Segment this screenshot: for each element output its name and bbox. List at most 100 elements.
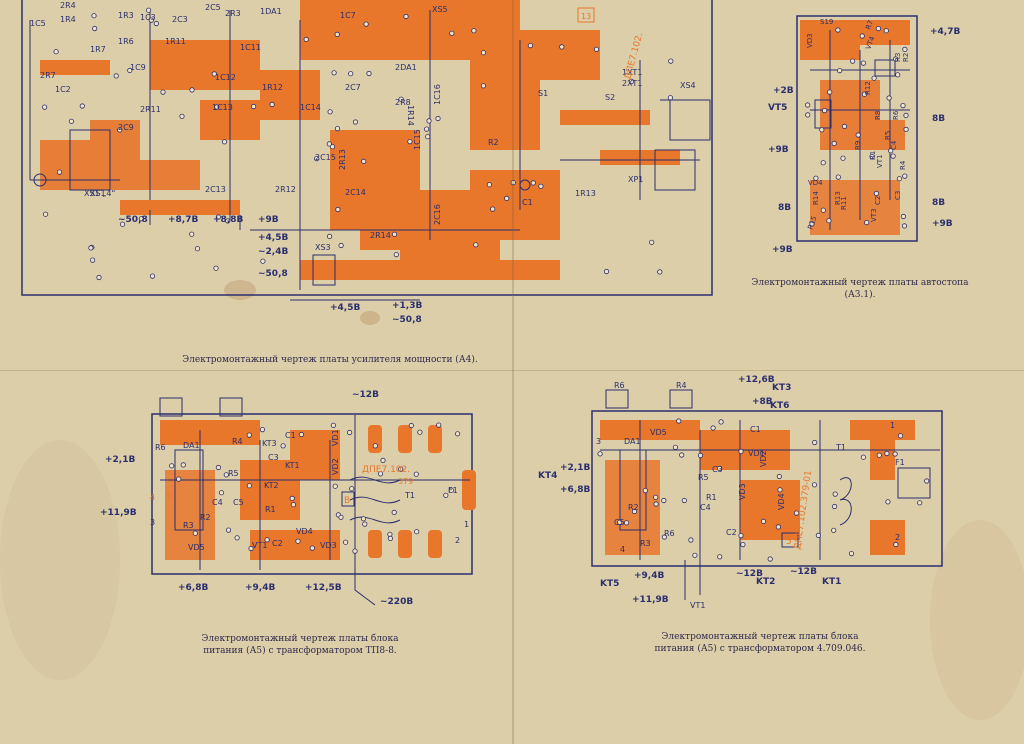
a31-holes-pad bbox=[835, 174, 841, 180]
a5tp-holes-pad bbox=[225, 527, 232, 533]
a5-46-box5: 5 bbox=[786, 537, 792, 547]
a4-holes-pad bbox=[435, 115, 441, 122]
a5tp-holes-pad bbox=[332, 483, 338, 489]
a5tp-holes-pad bbox=[398, 466, 404, 472]
a5-46-holes-pad bbox=[661, 534, 668, 540]
caption-a5-tp-line1: Электромонтажный чертеж платы блока bbox=[201, 634, 399, 644]
a5-46-holes-pad bbox=[740, 541, 746, 548]
a4-part-13: 1C9 bbox=[130, 63, 146, 72]
a4-part-3: 1R3 bbox=[118, 11, 134, 20]
a31-holes-pad bbox=[873, 190, 880, 196]
fold-line-vertical bbox=[512, 0, 514, 744]
a4-part-42: XP1 bbox=[628, 175, 643, 184]
a4-part-25: 2R8 bbox=[395, 98, 411, 107]
a4-holes-pad bbox=[269, 101, 275, 108]
a5-46-pin-7: +9,4В bbox=[634, 571, 664, 581]
a5-46-holes-pad bbox=[623, 520, 630, 526]
a31-part-22: R13 bbox=[834, 191, 842, 205]
a5tp-part-18: VD3 bbox=[320, 541, 337, 550]
a5-46-holes-pad bbox=[884, 450, 890, 457]
a5-46-holes-pad bbox=[688, 537, 694, 543]
a4-holes-pad bbox=[68, 118, 75, 124]
a5-46-part-3: VD5 bbox=[650, 428, 667, 437]
a4-part-30: 2C15 bbox=[315, 153, 336, 162]
a4-holes-pad bbox=[138, 216, 144, 222]
a4-holes-pad bbox=[329, 144, 336, 150]
a31-holes-pad bbox=[820, 160, 826, 166]
caption-a5-tp: Электромонтажный чертеж платы блока пита… bbox=[170, 633, 430, 657]
a4-holes-pad bbox=[425, 134, 431, 140]
a5-46-pin-12: ~12В bbox=[790, 567, 817, 577]
a5tp-num-0: 1 bbox=[464, 520, 469, 529]
a5-46-pin-3: KT6 bbox=[770, 401, 789, 411]
a5-46-holes-pad bbox=[876, 452, 882, 458]
a4-part-17: 1DA1 bbox=[260, 7, 282, 16]
a4-holes-pad bbox=[213, 265, 219, 271]
a4-holes-pad bbox=[149, 273, 156, 279]
a31-part-0: S19 bbox=[820, 18, 833, 26]
a4-holes-pad bbox=[338, 242, 344, 249]
a5tp-holes-pad bbox=[362, 521, 368, 527]
a5-46-holes-pad bbox=[811, 482, 818, 488]
a4-pin-0: ~50,8 bbox=[118, 215, 148, 225]
a31-pin-1: +2В bbox=[773, 86, 794, 96]
a5tp-part-11: KT3 bbox=[262, 439, 277, 448]
a5tp-holes-pad bbox=[448, 487, 454, 493]
a31-part-18: VT3 bbox=[870, 208, 878, 222]
a5-46-part-13: VD4 bbox=[777, 493, 786, 510]
a5tp-part-7: R2 bbox=[200, 513, 211, 522]
a4-part-14: 2C9 bbox=[118, 123, 134, 132]
a5-46-part-6: R3 bbox=[640, 539, 651, 548]
a5-46-holes-pad bbox=[642, 487, 648, 494]
a5tp-holes-pad bbox=[259, 426, 265, 433]
a31-holes-pad bbox=[860, 60, 867, 66]
a5-46-part-15: C2 bbox=[726, 528, 737, 537]
a5-46-holes-pad bbox=[831, 527, 837, 533]
a4-holes-pad bbox=[473, 242, 479, 248]
a31-holes-pad bbox=[841, 123, 848, 130]
a5-46-part-11: VD2 bbox=[759, 450, 768, 467]
a5tp-holes-pad bbox=[414, 529, 420, 535]
a31-holes-pad bbox=[820, 207, 826, 213]
a4-holes-pad bbox=[189, 87, 195, 93]
a5-46-part-16: C1 bbox=[750, 425, 761, 434]
a5tp-part-13: R1 bbox=[265, 505, 276, 514]
a31-pin-8: +9В bbox=[772, 245, 793, 255]
a5tp-pin-2: +11,9В bbox=[100, 508, 137, 518]
a5-46-part-9: C3 bbox=[712, 465, 723, 474]
a4-part-12: 1R11 bbox=[165, 37, 186, 46]
a4-part-15: 2R11 bbox=[140, 105, 161, 114]
a31-holes-pad bbox=[809, 221, 815, 227]
a4-holes-pad bbox=[603, 268, 610, 275]
a5-46-holes-pad bbox=[815, 532, 822, 539]
a4-holes-pad bbox=[153, 20, 159, 27]
a5tp-holes-pad bbox=[387, 531, 393, 537]
a5-46-holes-pad bbox=[917, 500, 923, 506]
a4-holes-pad bbox=[504, 195, 510, 201]
a5-46-holes-pad bbox=[831, 503, 838, 510]
a4-holes-pad bbox=[326, 233, 333, 239]
a5-46-holes-pad bbox=[653, 494, 659, 500]
a5-46-holes-pad bbox=[738, 532, 744, 539]
a5tp-ds-mark: ДПЕ7.102. bbox=[362, 465, 410, 475]
caption-a5-46-line2: питания (А5) с трансформатором 4.709.046… bbox=[654, 644, 866, 654]
a5tp-holes-pad bbox=[180, 462, 186, 468]
a4-holes-pad bbox=[327, 109, 333, 115]
a31-part-5: R2 bbox=[902, 53, 910, 62]
a4-holes-pad bbox=[331, 70, 337, 76]
a5-46-holes-pad bbox=[777, 487, 783, 493]
a4-pin-2: +8,8В bbox=[213, 215, 243, 225]
a4-pin-4: +4,5В bbox=[258, 233, 288, 243]
a5tp-holes-pad bbox=[192, 530, 198, 536]
a5tp-part-6: R3 bbox=[183, 521, 194, 530]
a5-46-part-1: R4 bbox=[676, 381, 687, 390]
a5-46-holes-pad bbox=[775, 524, 782, 530]
a5-46-pin-4: KT4 bbox=[538, 471, 557, 481]
a5tp-num-1: 2 bbox=[455, 536, 460, 545]
a5-46-num-1: 2 bbox=[895, 533, 900, 542]
a4-part-29: 2R13 bbox=[338, 149, 347, 170]
a5tp-part-5: C4 bbox=[212, 498, 223, 507]
a4-part-40: 1XT1 bbox=[622, 68, 642, 77]
a4-holes-pad bbox=[42, 211, 49, 217]
